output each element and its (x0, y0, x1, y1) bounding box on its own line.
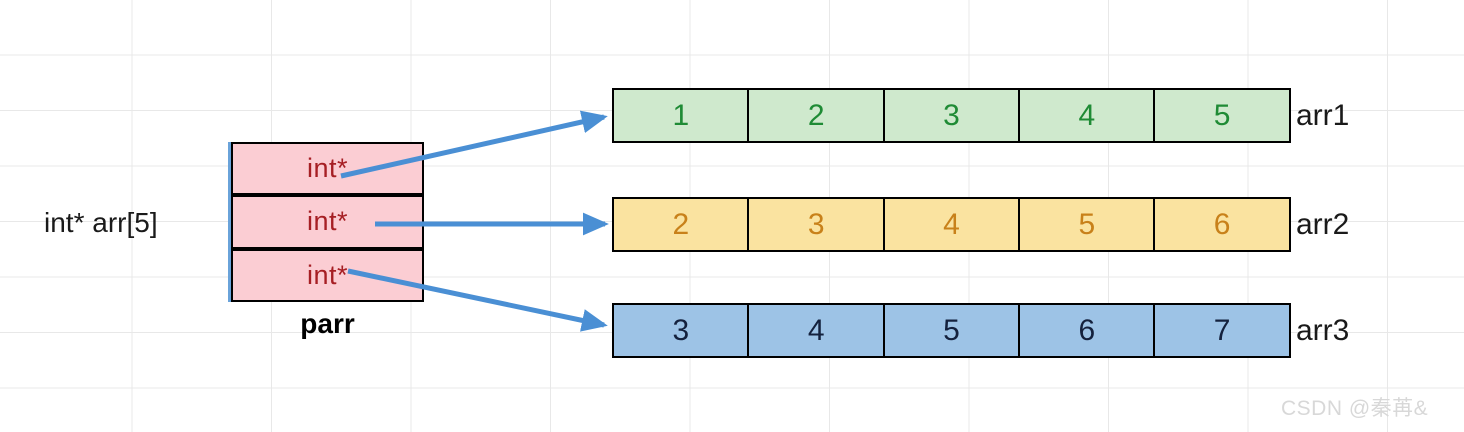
pointer-array-cell-2[interactable]: int* (231, 248, 424, 302)
arr3-cell-0[interactable]: 3 (612, 303, 750, 358)
value-array-arr1: 1 2 3 4 5 (612, 88, 1291, 143)
pointer-array-declaration-label: int* arr[5] (44, 207, 158, 238)
arr3-cell-2[interactable]: 5 (882, 303, 1021, 358)
pointer-array-variable-label: parr (300, 308, 355, 339)
pointer-array-cell-0-label: int* (306, 153, 349, 184)
csdn-watermark: CSDN @秦苒& (1281, 397, 1429, 420)
pointer-array-cell-2-label: int* (306, 259, 349, 290)
arr3-cell-3[interactable]: 6 (1017, 303, 1156, 358)
arr3-cell-1[interactable]: 4 (747, 303, 886, 358)
arr2-cell-3[interactable]: 5 (1017, 197, 1156, 252)
pointer-array-cell-1-label: int* (306, 206, 349, 237)
arr2-cell-0[interactable]: 2 (612, 197, 750, 252)
value-array-arr1-label: arr1 (1296, 99, 1350, 132)
value-array-arr2-label: arr2 (1296, 208, 1350, 241)
arr1-cell-4[interactable]: 5 (1153, 88, 1291, 143)
arr1-cell-3[interactable]: 4 (1017, 88, 1156, 143)
arr3-cell-4[interactable]: 7 (1153, 303, 1291, 358)
value-array-arr3: 3 4 5 6 7 (612, 303, 1291, 358)
arr2-cell-2[interactable]: 4 (882, 197, 1021, 252)
arr2-cell-1[interactable]: 3 (747, 197, 886, 252)
arr1-cell-1[interactable]: 2 (747, 88, 886, 143)
pointer-array-cell-1[interactable]: int* (231, 195, 424, 249)
pointer-array-block: int* int* int* (231, 142, 424, 302)
arr1-cell-0[interactable]: 1 (612, 88, 750, 143)
value-array-arr3-label: arr3 (1296, 314, 1350, 347)
arr1-cell-2[interactable]: 3 (882, 88, 1021, 143)
arr2-cell-4[interactable]: 6 (1153, 197, 1291, 252)
value-array-arr2: 2 3 4 5 6 (612, 197, 1291, 252)
pointer-array-cell-0[interactable]: int* (231, 142, 424, 196)
